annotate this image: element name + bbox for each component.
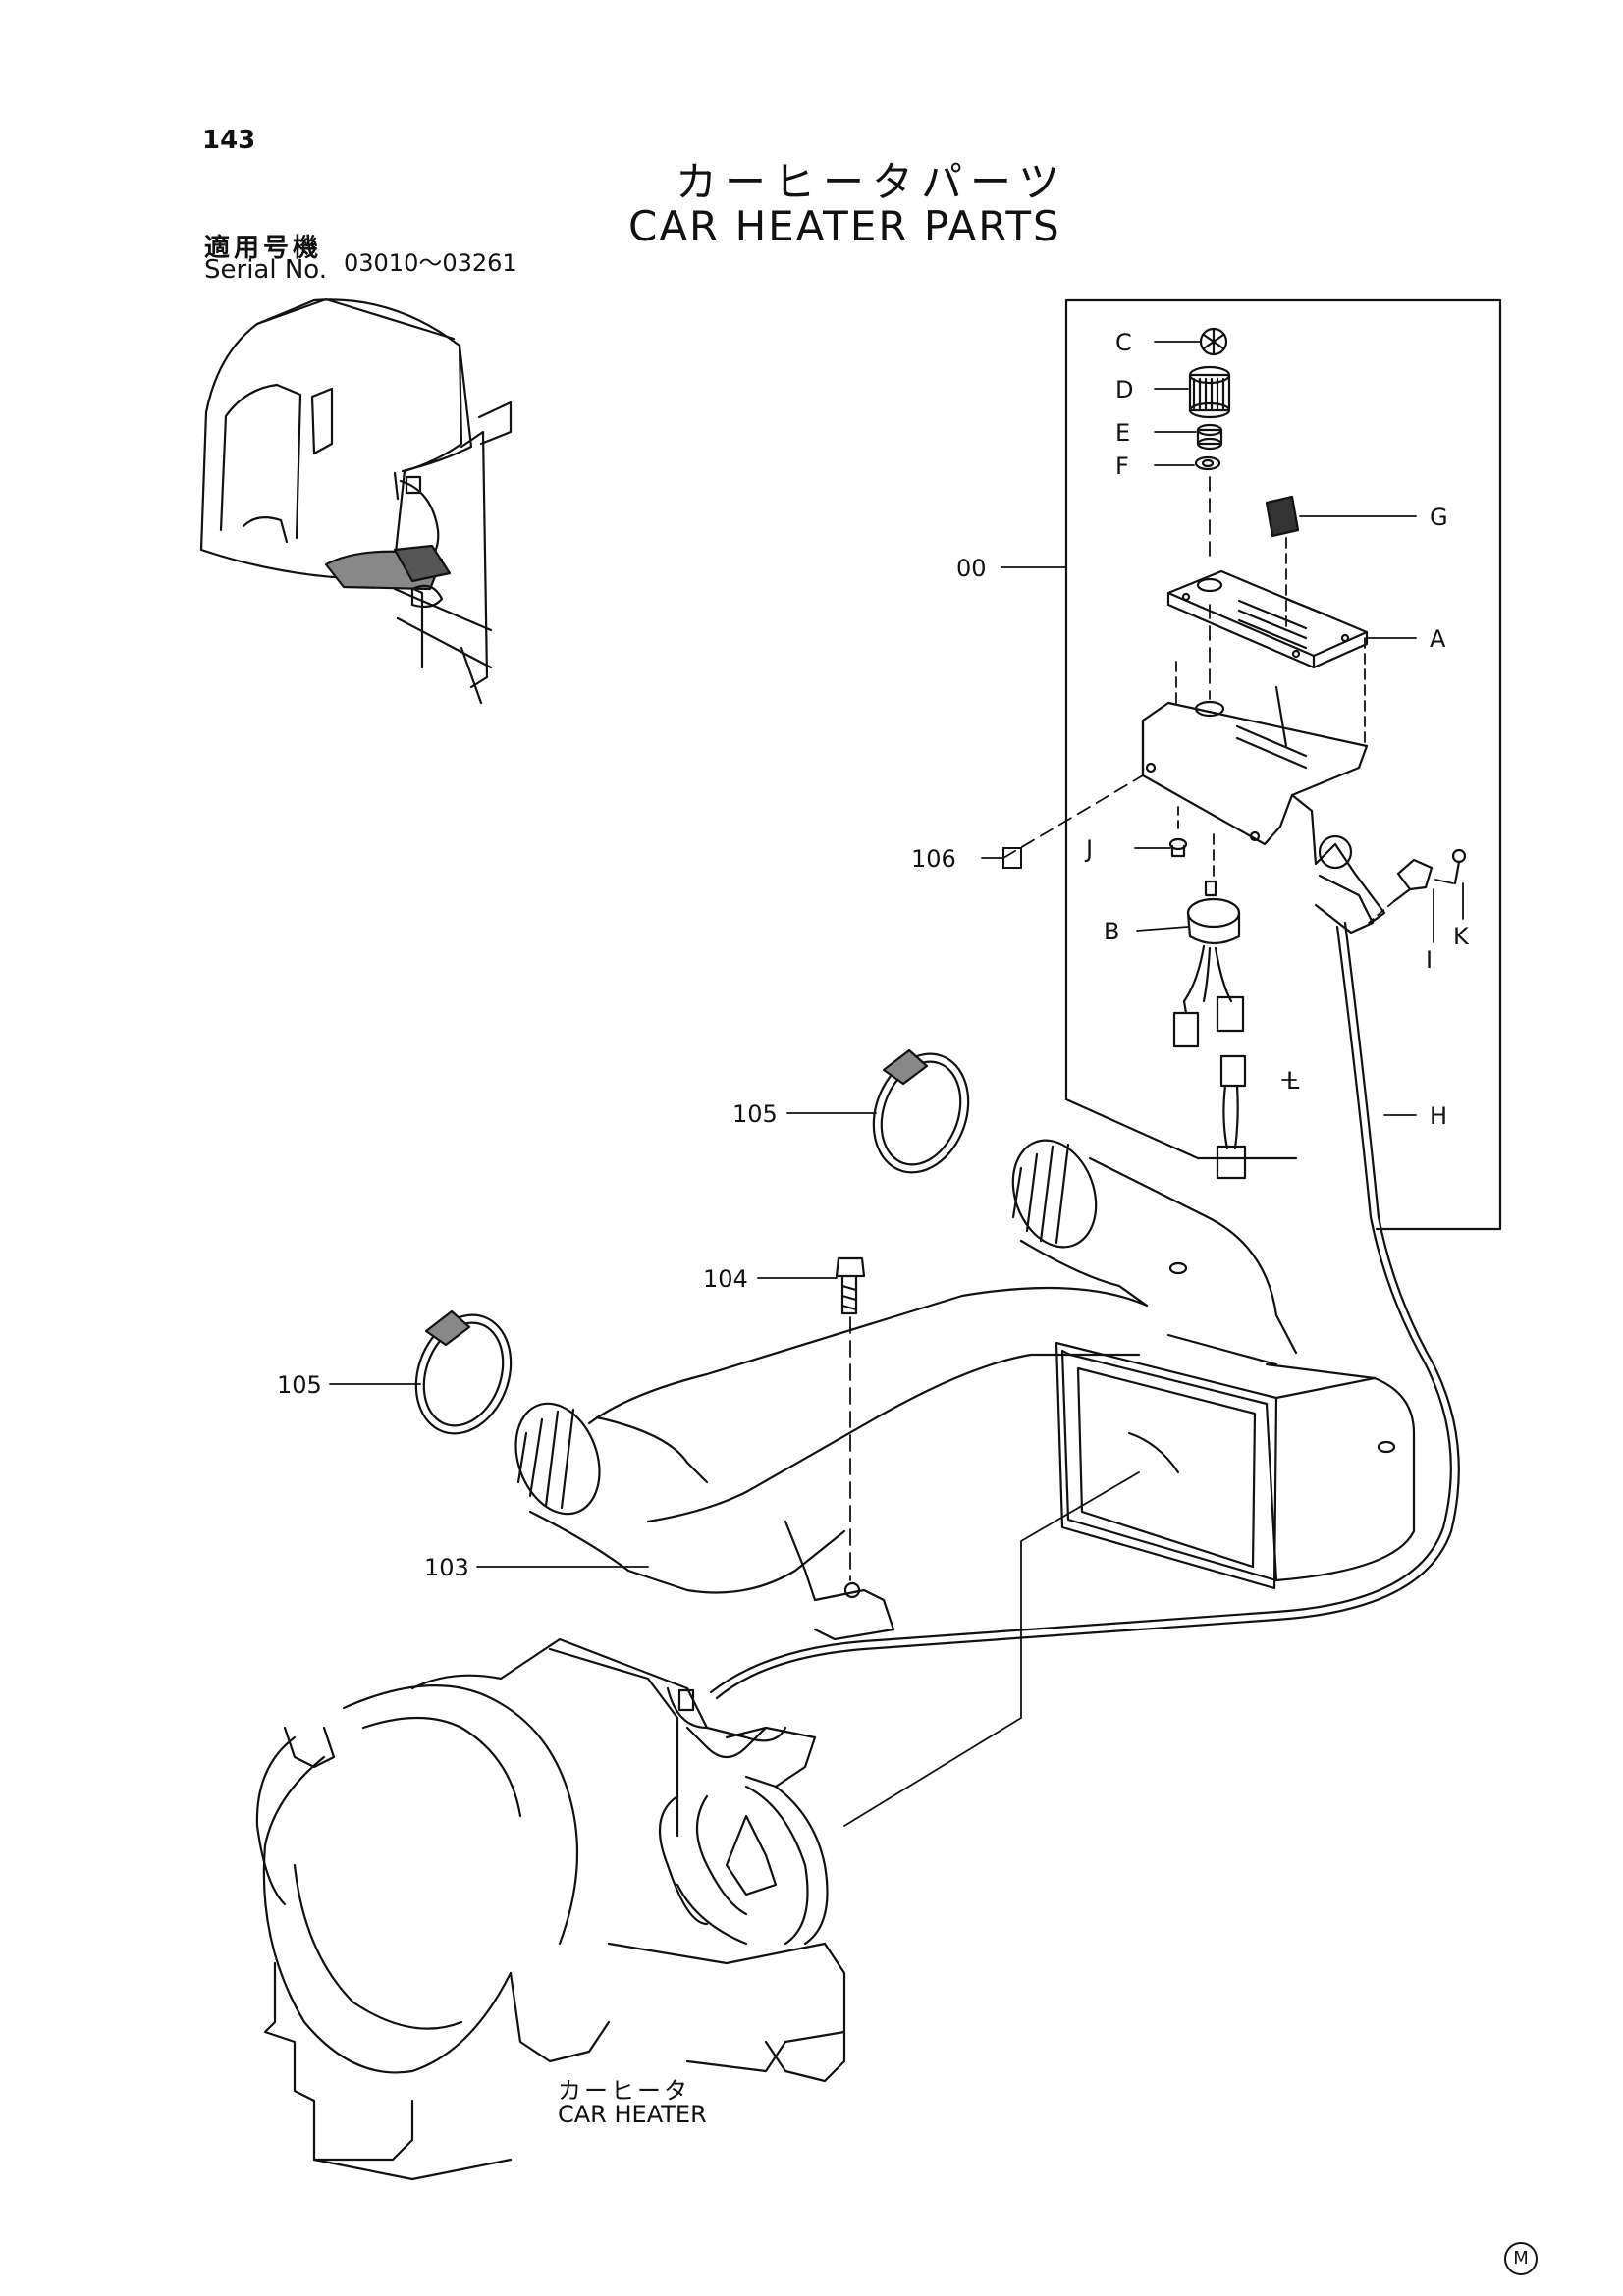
callout-E: E	[1115, 419, 1130, 447]
car-heater-unit	[255, 1637, 846, 2181]
slider-knob	[1265, 495, 1300, 538]
callout-106: 106	[911, 845, 956, 873]
page-number: 143	[202, 126, 256, 155]
duct-bolt	[835, 1256, 866, 1315]
callout-A: A	[1430, 625, 1446, 653]
car-heater-label-japanese: カーヒータ	[558, 2077, 690, 2105]
control-cable	[709, 921, 1460, 1700]
callout-H: H	[1430, 1102, 1447, 1130]
bolt-106-head	[1002, 847, 1022, 869]
callout-D: D	[1115, 376, 1133, 403]
cab-location-thumbnail	[199, 297, 513, 705]
title-japanese: カーヒータパーツ	[676, 158, 1068, 206]
serial-range: 03010～03261	[344, 249, 517, 277]
bracket-screw	[1168, 837, 1188, 858]
callout-J: J	[1084, 835, 1093, 863]
panel-bracket	[1141, 685, 1386, 934]
panel-plate	[1166, 569, 1369, 669]
car-heater-label: CAR HEATER	[558, 2101, 707, 2128]
air-duct	[514, 1139, 1416, 1641]
heater-switch	[1172, 880, 1245, 1048]
callout-B: B	[1104, 918, 1119, 945]
corner-mark: M	[1504, 2242, 1538, 2275]
callout-L: L	[1286, 1067, 1300, 1095]
knob-stack	[1188, 327, 1231, 471]
callout-00: 00	[956, 555, 987, 582]
callout-K: K	[1453, 923, 1470, 950]
callout-105-lower: 105	[277, 1371, 322, 1399]
callout-103: 103	[424, 1554, 469, 1581]
callout-104: 104	[703, 1265, 748, 1293]
callout-F: F	[1115, 453, 1129, 480]
callout-leaders	[329, 341, 1464, 1827]
clip-screw	[1451, 848, 1467, 885]
hose-clamp-lower	[414, 1309, 513, 1435]
control-panel-frame	[1064, 298, 1502, 1231]
page-title: CAR HEATER PARTS	[628, 202, 1061, 250]
callout-G: G	[1430, 504, 1448, 531]
callout-C: C	[1115, 329, 1132, 356]
hose-clamp-upper	[872, 1048, 970, 1174]
cable-clip	[1392, 858, 1434, 903]
serial-label-japanese: 適用号機	[204, 234, 323, 263]
connector-harness	[1216, 1054, 1247, 1180]
callout-105-upper: 105	[732, 1100, 778, 1128]
serial-label: Serial No.	[204, 255, 327, 285]
callout-I: I	[1426, 946, 1433, 974]
